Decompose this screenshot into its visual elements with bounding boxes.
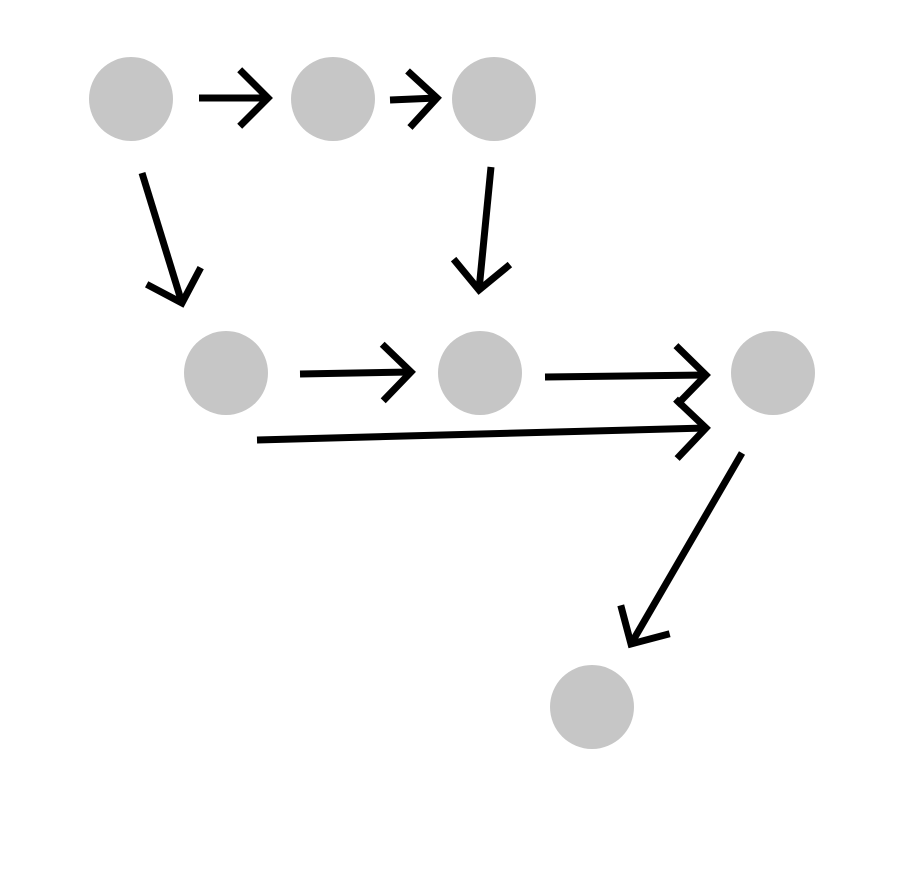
edge-n5-to-n6 xyxy=(544,343,711,408)
arrowhead-icon xyxy=(379,341,416,404)
arrowhead-icon xyxy=(405,68,442,130)
edge-n6-to-n7 xyxy=(617,451,746,649)
edge-shaft xyxy=(256,424,707,444)
nodes-layer xyxy=(89,57,815,749)
arrowhead-icon xyxy=(237,67,273,129)
edge-shaft xyxy=(138,171,186,305)
edge-n1-to-n4 xyxy=(138,171,204,308)
edge-shaft xyxy=(299,368,412,378)
arrowhead-icon xyxy=(673,343,711,408)
arrowhead-icon xyxy=(673,396,711,461)
edge-shaft xyxy=(389,94,438,104)
edge-n3-to-n5 xyxy=(450,166,513,295)
arrowhead-icon xyxy=(145,266,204,308)
graph-node-n1 xyxy=(89,57,173,141)
graph-node-n5 xyxy=(438,331,522,415)
edges-layer xyxy=(138,67,746,649)
graph-node-n2 xyxy=(291,57,375,141)
edge-shaft xyxy=(627,451,746,646)
edge-shaft xyxy=(475,166,495,291)
edge-n2-to-n3 xyxy=(389,68,442,130)
edge-shaft xyxy=(544,371,707,381)
edge-n1-to-n2 xyxy=(199,67,273,129)
graph-node-n6 xyxy=(731,331,815,415)
edge-n4-to-n5 xyxy=(299,341,416,404)
edge-n4-to-n6 xyxy=(256,396,711,461)
graph-node-n3 xyxy=(452,57,536,141)
graph-node-n7 xyxy=(550,665,634,749)
graph-node-n4 xyxy=(184,331,268,415)
arrowhead-icon xyxy=(617,604,671,649)
arrowhead-icon xyxy=(450,256,513,295)
